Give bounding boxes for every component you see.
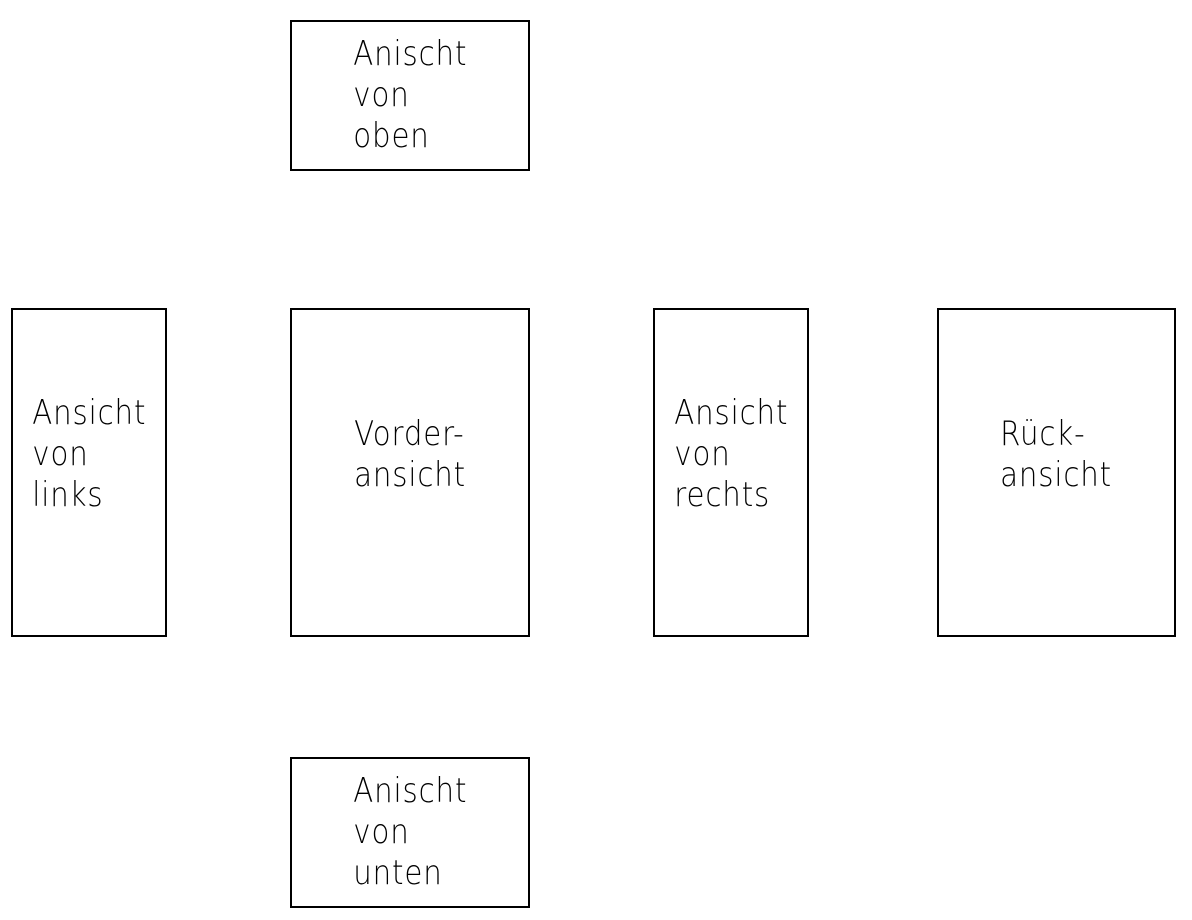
view-label-line: Anischt [352, 34, 467, 74]
view-label-line: unten [352, 853, 443, 893]
view-label-front: Vorder- ansicht [345, 414, 475, 496]
view-label-right: Ansicht von rechts [665, 393, 798, 516]
view-label-bottom: Anischt von unten [344, 771, 477, 894]
view-label-top: Anischt von oben [344, 34, 477, 157]
view-box-left: Ansicht von links [11, 308, 167, 637]
view-box-bottom: Anischt von unten [290, 757, 530, 908]
view-label-line: oben [352, 116, 430, 156]
view-box-top: Anischt von oben [290, 20, 530, 171]
view-label-line: Ansicht [31, 393, 146, 433]
view-label-line: von [352, 812, 410, 852]
view-label-line: rechts [673, 475, 770, 515]
view-label-line: von [31, 434, 89, 474]
view-label-line: Rück- [1000, 413, 1086, 454]
view-label-line: von [673, 434, 731, 474]
view-label-line: von [352, 75, 410, 115]
view-label-line: ansicht [354, 454, 466, 495]
view-label-line: ansicht [1000, 454, 1113, 495]
view-label-line: Vorder- [354, 413, 465, 454]
view-box-front: Vorder- ansicht [290, 308, 530, 637]
view-label-line: Ansicht [673, 393, 788, 433]
view-box-back: Rück- ansicht [937, 308, 1176, 637]
view-label-line: Anischt [352, 771, 467, 811]
view-box-right: Ansicht von rechts [653, 308, 809, 637]
view-label-line: links [31, 475, 104, 515]
view-label-left: Ansicht von links [23, 393, 156, 516]
view-label-back: Rück- ansicht [991, 414, 1121, 496]
